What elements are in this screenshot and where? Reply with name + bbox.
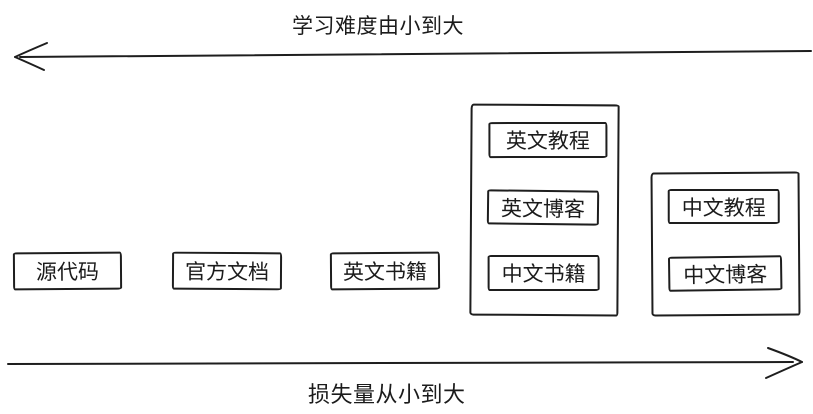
box-chinese-tutorials-label: 中文教程 — [681, 196, 766, 220]
box-english-books: 英文书籍 — [329, 251, 441, 291]
box-english-blogs-label: 英文博客 — [500, 196, 586, 222]
box-english-tutorials-label: 英文教程 — [505, 129, 590, 154]
top-axis-label: 学习难度由小到大 — [292, 15, 464, 38]
box-chinese-books-label: 中文书籍 — [501, 262, 586, 287]
left-arrow-icon — [14, 42, 812, 71]
bottom-axis-label: 损失量从小到大 — [308, 382, 466, 407]
box-chinese-blogs: 中文博客 — [667, 255, 783, 292]
box-source-code: 源代码 — [12, 251, 123, 291]
box-chinese-tutorials: 中文教程 — [667, 188, 780, 225]
box-chinese-books: 中文书籍 — [487, 254, 600, 292]
group-box-english-level: 英文教程 英文博客 中文书籍 — [469, 103, 620, 317]
box-english-tutorials: 英文教程 — [488, 121, 608, 159]
box-source-code-label: 源代码 — [35, 260, 100, 285]
box-official-docs: 官方文档 — [171, 251, 283, 291]
box-official-docs-label: 官方文档 — [184, 260, 270, 285]
right-arrow-icon — [7, 347, 803, 379]
box-english-books-label: 英文书籍 — [342, 260, 428, 285]
group-box-chinese-level: 中文教程 中文博客 — [650, 171, 801, 317]
box-chinese-blogs-label: 中文博客 — [683, 262, 768, 288]
box-english-blogs: 英文博客 — [486, 189, 600, 226]
